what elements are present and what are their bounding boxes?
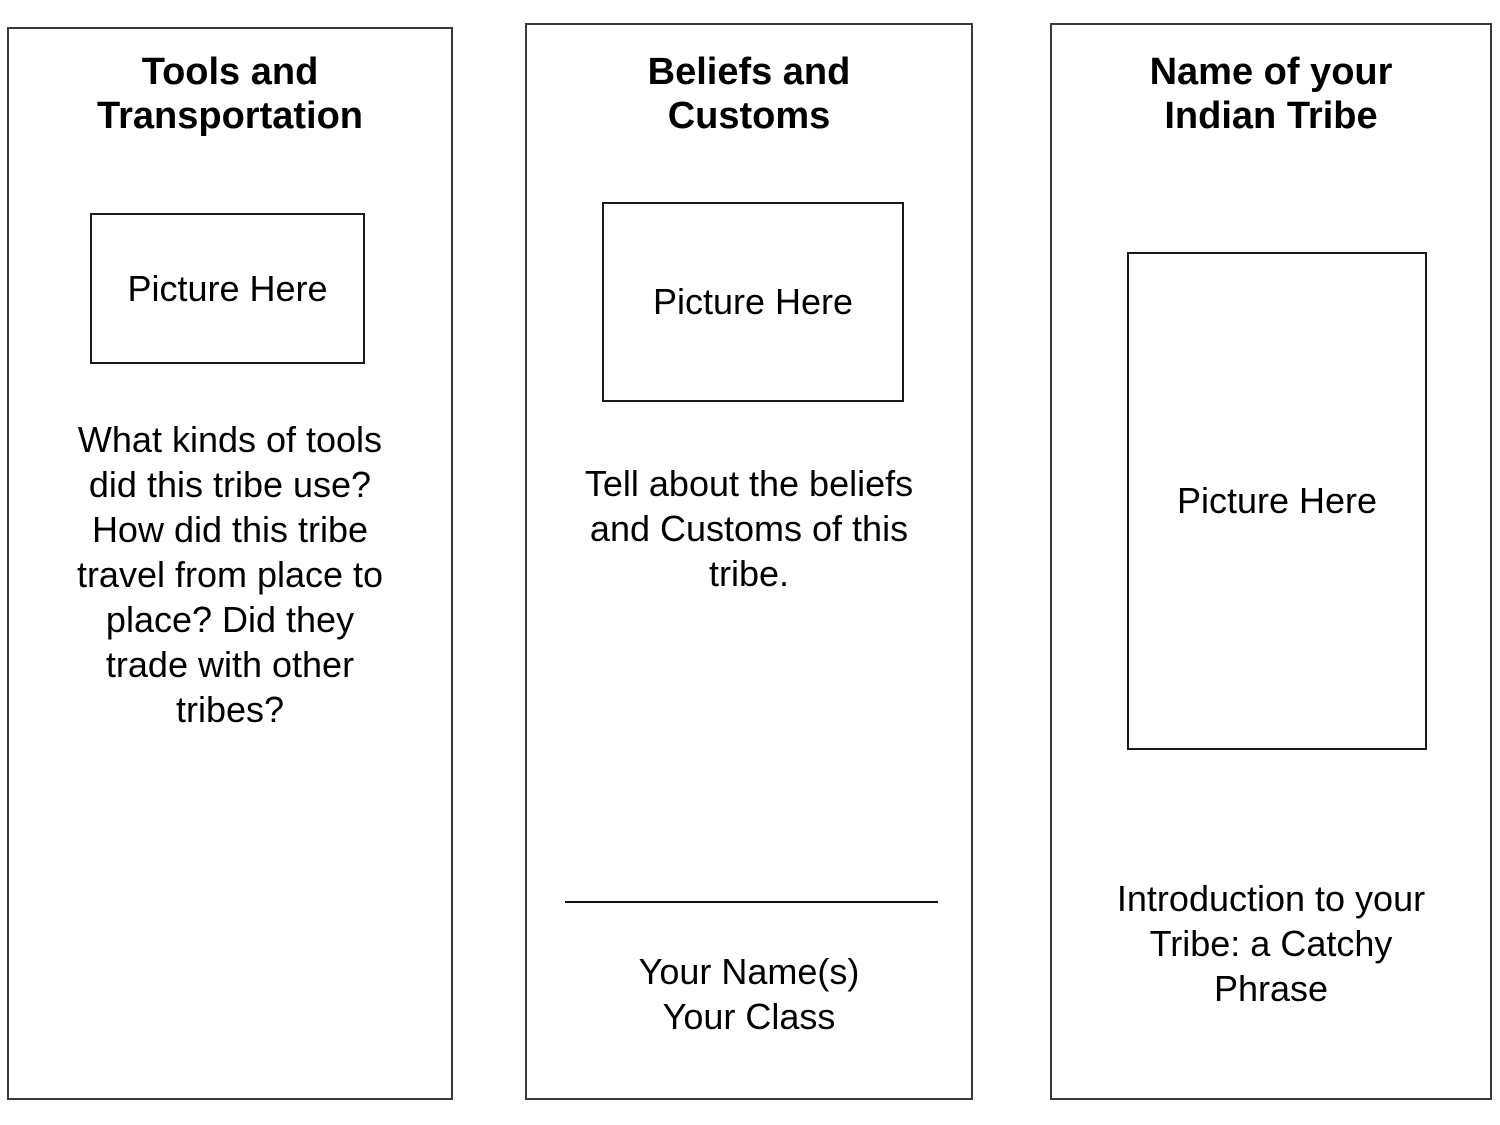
panel-title-tools-and-transportation: Tools and Transportation xyxy=(96,51,364,137)
picture-placeholder-label: Picture Here xyxy=(652,281,854,322)
panel-body-tools-questions: What kinds of tools did this tribe use? … xyxy=(76,419,384,730)
picture-placeholder-label: Picture Here xyxy=(1176,480,1378,521)
picture-placeholder-box: Picture Here xyxy=(90,213,365,364)
picture-placeholder-label: Picture Here xyxy=(127,267,328,309)
panel-title-name-of-your-indian-tribe: Name of your Indian Tribe xyxy=(1149,51,1393,137)
picture-placeholder-box: Picture Here xyxy=(602,202,904,402)
panel-beliefs-and-customs: Beliefs and Customs Picture Here Tell ab… xyxy=(525,23,973,1100)
panel-title-beliefs-and-customs: Beliefs and Customs xyxy=(647,51,851,137)
picture-placeholder-box: Picture Here xyxy=(1127,252,1427,750)
name-underline xyxy=(565,901,938,903)
signature-text: Your Name(s) Your Class xyxy=(638,951,860,1037)
panel-body-beliefs-instructions: Tell about the beliefs and Customs of th… xyxy=(584,463,914,594)
panel-name-of-your-indian-tribe: Name of your Indian Tribe Picture Here I… xyxy=(1050,23,1492,1100)
panel-body-intro-catchy-phrase: Introduction to your Tribe: a Catchy Phr… xyxy=(1116,878,1426,1009)
panel-tools-and-transportation: Tools and Transportation Picture Here Wh… xyxy=(7,27,453,1100)
